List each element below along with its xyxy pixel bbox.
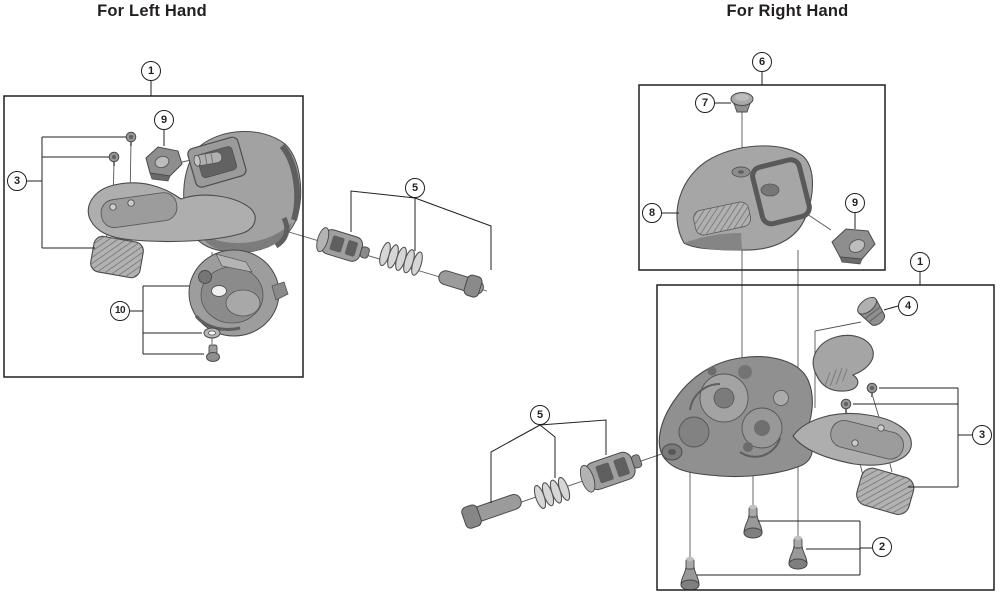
right-fixing-bolt-2 — [788, 535, 808, 570]
left-shift-lever — [87, 182, 256, 243]
right-lever-pad — [856, 467, 915, 515]
callout-right-1: 1 — [910, 252, 930, 272]
callout-right-2: 2 — [872, 537, 892, 557]
callout-left-10: 10 — [110, 301, 130, 321]
right-leader-lines — [465, 112, 893, 560]
right-pin-bolt — [461, 493, 522, 529]
left-washer — [203, 327, 221, 339]
right-cover-screw — [730, 92, 754, 113]
left-assembly-box — [3, 95, 304, 378]
callout-right-9: 9 — [845, 193, 865, 213]
callout-right-5: 5 — [530, 405, 550, 425]
left-lever-screw-2 — [108, 151, 120, 166]
right-assembly-box — [656, 284, 995, 591]
left-spring — [379, 241, 423, 276]
left-section-title: For Left Hand — [97, 2, 207, 20]
right-shift-lever — [792, 412, 912, 466]
callout-left-5: 5 — [405, 178, 425, 198]
callout-right-7: 7 — [695, 93, 715, 113]
left-cable-fixing-bolt — [193, 151, 223, 167]
right-cover — [676, 145, 813, 251]
right-annotation-lines — [490, 72, 972, 576]
right-release-lever — [812, 334, 874, 392]
left-cable-cover-part — [145, 146, 183, 182]
callout-right-4: 4 — [898, 296, 918, 316]
callout-right-8: 8 — [642, 203, 662, 223]
left-adjuster-barrel — [316, 227, 370, 262]
left-pin-bolt — [438, 270, 484, 298]
left-diagram — [3, 81, 492, 378]
left-fixing-screw — [206, 344, 220, 362]
right-end-cap — [857, 296, 886, 326]
right-diagram — [461, 72, 995, 591]
callout-right-6: 6 — [752, 52, 772, 72]
left-shifter-body — [183, 131, 302, 253]
callout-left-1: 1 — [141, 61, 161, 81]
callout-left-9: 9 — [154, 110, 174, 130]
right-fixing-bolt-1 — [743, 504, 763, 539]
right-cover-box — [638, 84, 886, 271]
right-lever-screw-1 — [866, 382, 878, 397]
left-lever-screw-1 — [125, 131, 137, 146]
right-cable-cover-part — [831, 228, 876, 265]
right-lever-screw-2 — [840, 398, 852, 413]
left-takeup-disc — [188, 249, 289, 337]
right-adjuster-barrel — [579, 451, 643, 493]
callout-right-3: 3 — [972, 425, 992, 445]
right-fixing-bolt-3 — [680, 556, 700, 591]
right-section-title: For Right Hand — [726, 2, 849, 20]
right-spring — [533, 476, 571, 509]
callout-left-3: 3 — [7, 171, 27, 191]
right-shifter-mechanism — [658, 356, 813, 478]
left-annotation-lines — [27, 81, 492, 355]
left-lever-pad — [90, 235, 144, 279]
